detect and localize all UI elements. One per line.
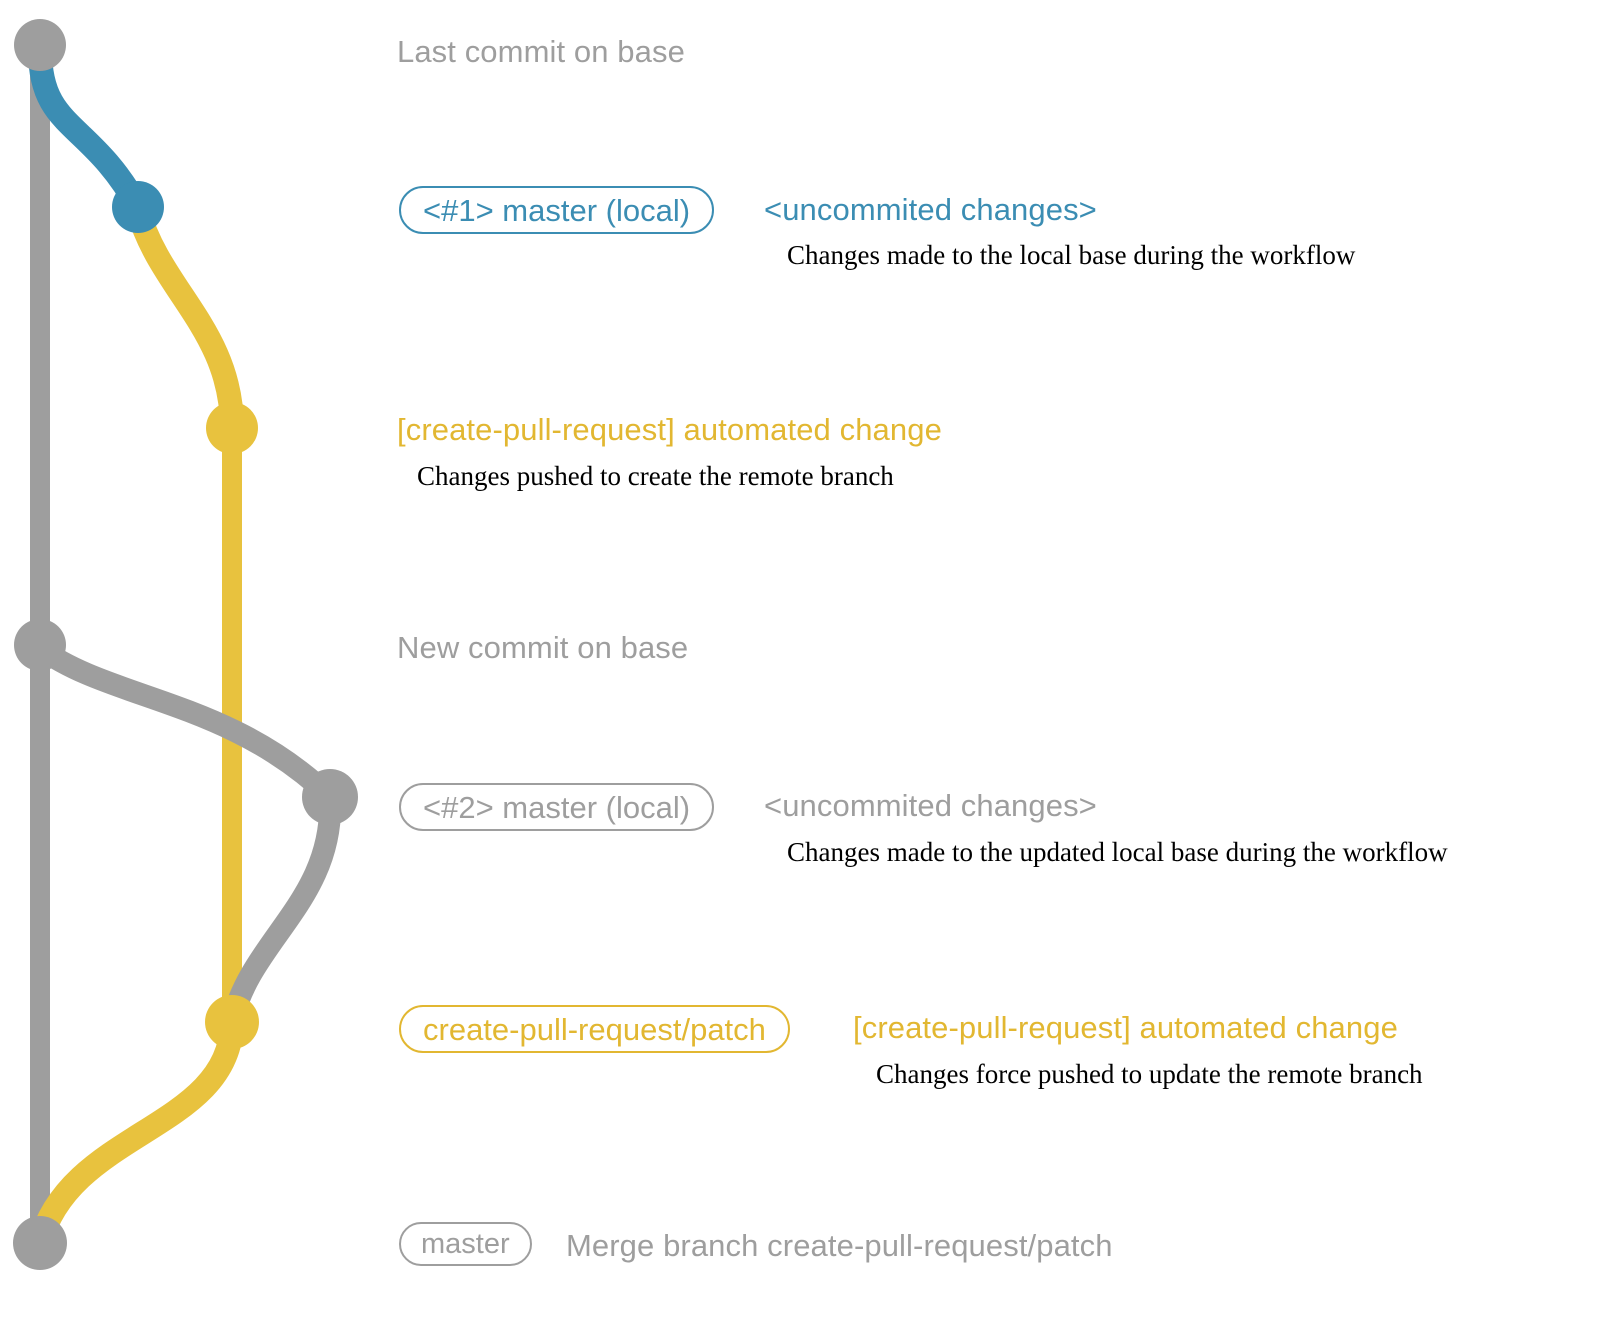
label-merge-commit: Merge branch create-pull-request/patch: [566, 1228, 1113, 1263]
commit-node-base-2[interactable]: [14, 619, 66, 671]
branch-pill-local-1[interactable]: <#1> master (local): [399, 186, 715, 234]
branch-pill-patch[interactable]: create-pull-request/patch: [399, 1005, 790, 1053]
patch-branch-line-1: [126, 198, 244, 440]
branch-pill-local-1-label: <#1> master (local): [423, 192, 691, 228]
label-uncommited-changes-2: <uncommited changes>: [764, 788, 1097, 823]
label-last-commit-on-base: Last commit on base: [397, 34, 685, 69]
commit-node-local-1[interactable]: [112, 181, 164, 233]
commit-node-patch-2[interactable]: [205, 995, 259, 1049]
branch-pill-local-2-label: <#2> master (local): [423, 789, 691, 825]
desc-local-changes-1: Changes made to the local base during th…: [787, 240, 1356, 270]
commit-node-base-1[interactable]: [14, 19, 66, 71]
desc-local-changes-2: Changes made to the updated local base d…: [787, 837, 1448, 867]
commit-node-local-2[interactable]: [302, 769, 358, 825]
label-uncommited-changes-1: <uncommited changes>: [764, 192, 1097, 227]
local-branch-line-2: [29, 637, 341, 808]
branch-pill-patch-label: create-pull-request/patch: [423, 1011, 766, 1047]
commit-node-patch-1[interactable]: [206, 402, 258, 454]
desc-automated-change-2: Changes force pushed to update the remot…: [876, 1059, 1423, 1089]
branch-pill-master-label: master: [421, 1227, 510, 1260]
branch-pill-local-2[interactable]: <#2> master (local): [399, 783, 715, 831]
label-automated-change-2: [create-pull-request] automated change: [853, 1010, 1398, 1045]
label-new-commit-on-base: New commit on base: [397, 630, 689, 665]
branch-pill-master[interactable]: master: [399, 1222, 532, 1266]
local-branch-line-1: [28, 38, 150, 219]
commit-node-merge[interactable]: [13, 1216, 67, 1270]
desc-automated-change-1: Changes pushed to create the remote bran…: [417, 461, 894, 491]
local-to-patch-line: [221, 786, 342, 1033]
patch-merge-line: [28, 1010, 244, 1255]
label-automated-change-1: [create-pull-request] automated change: [397, 412, 942, 447]
commit-graph: [13, 19, 358, 1270]
